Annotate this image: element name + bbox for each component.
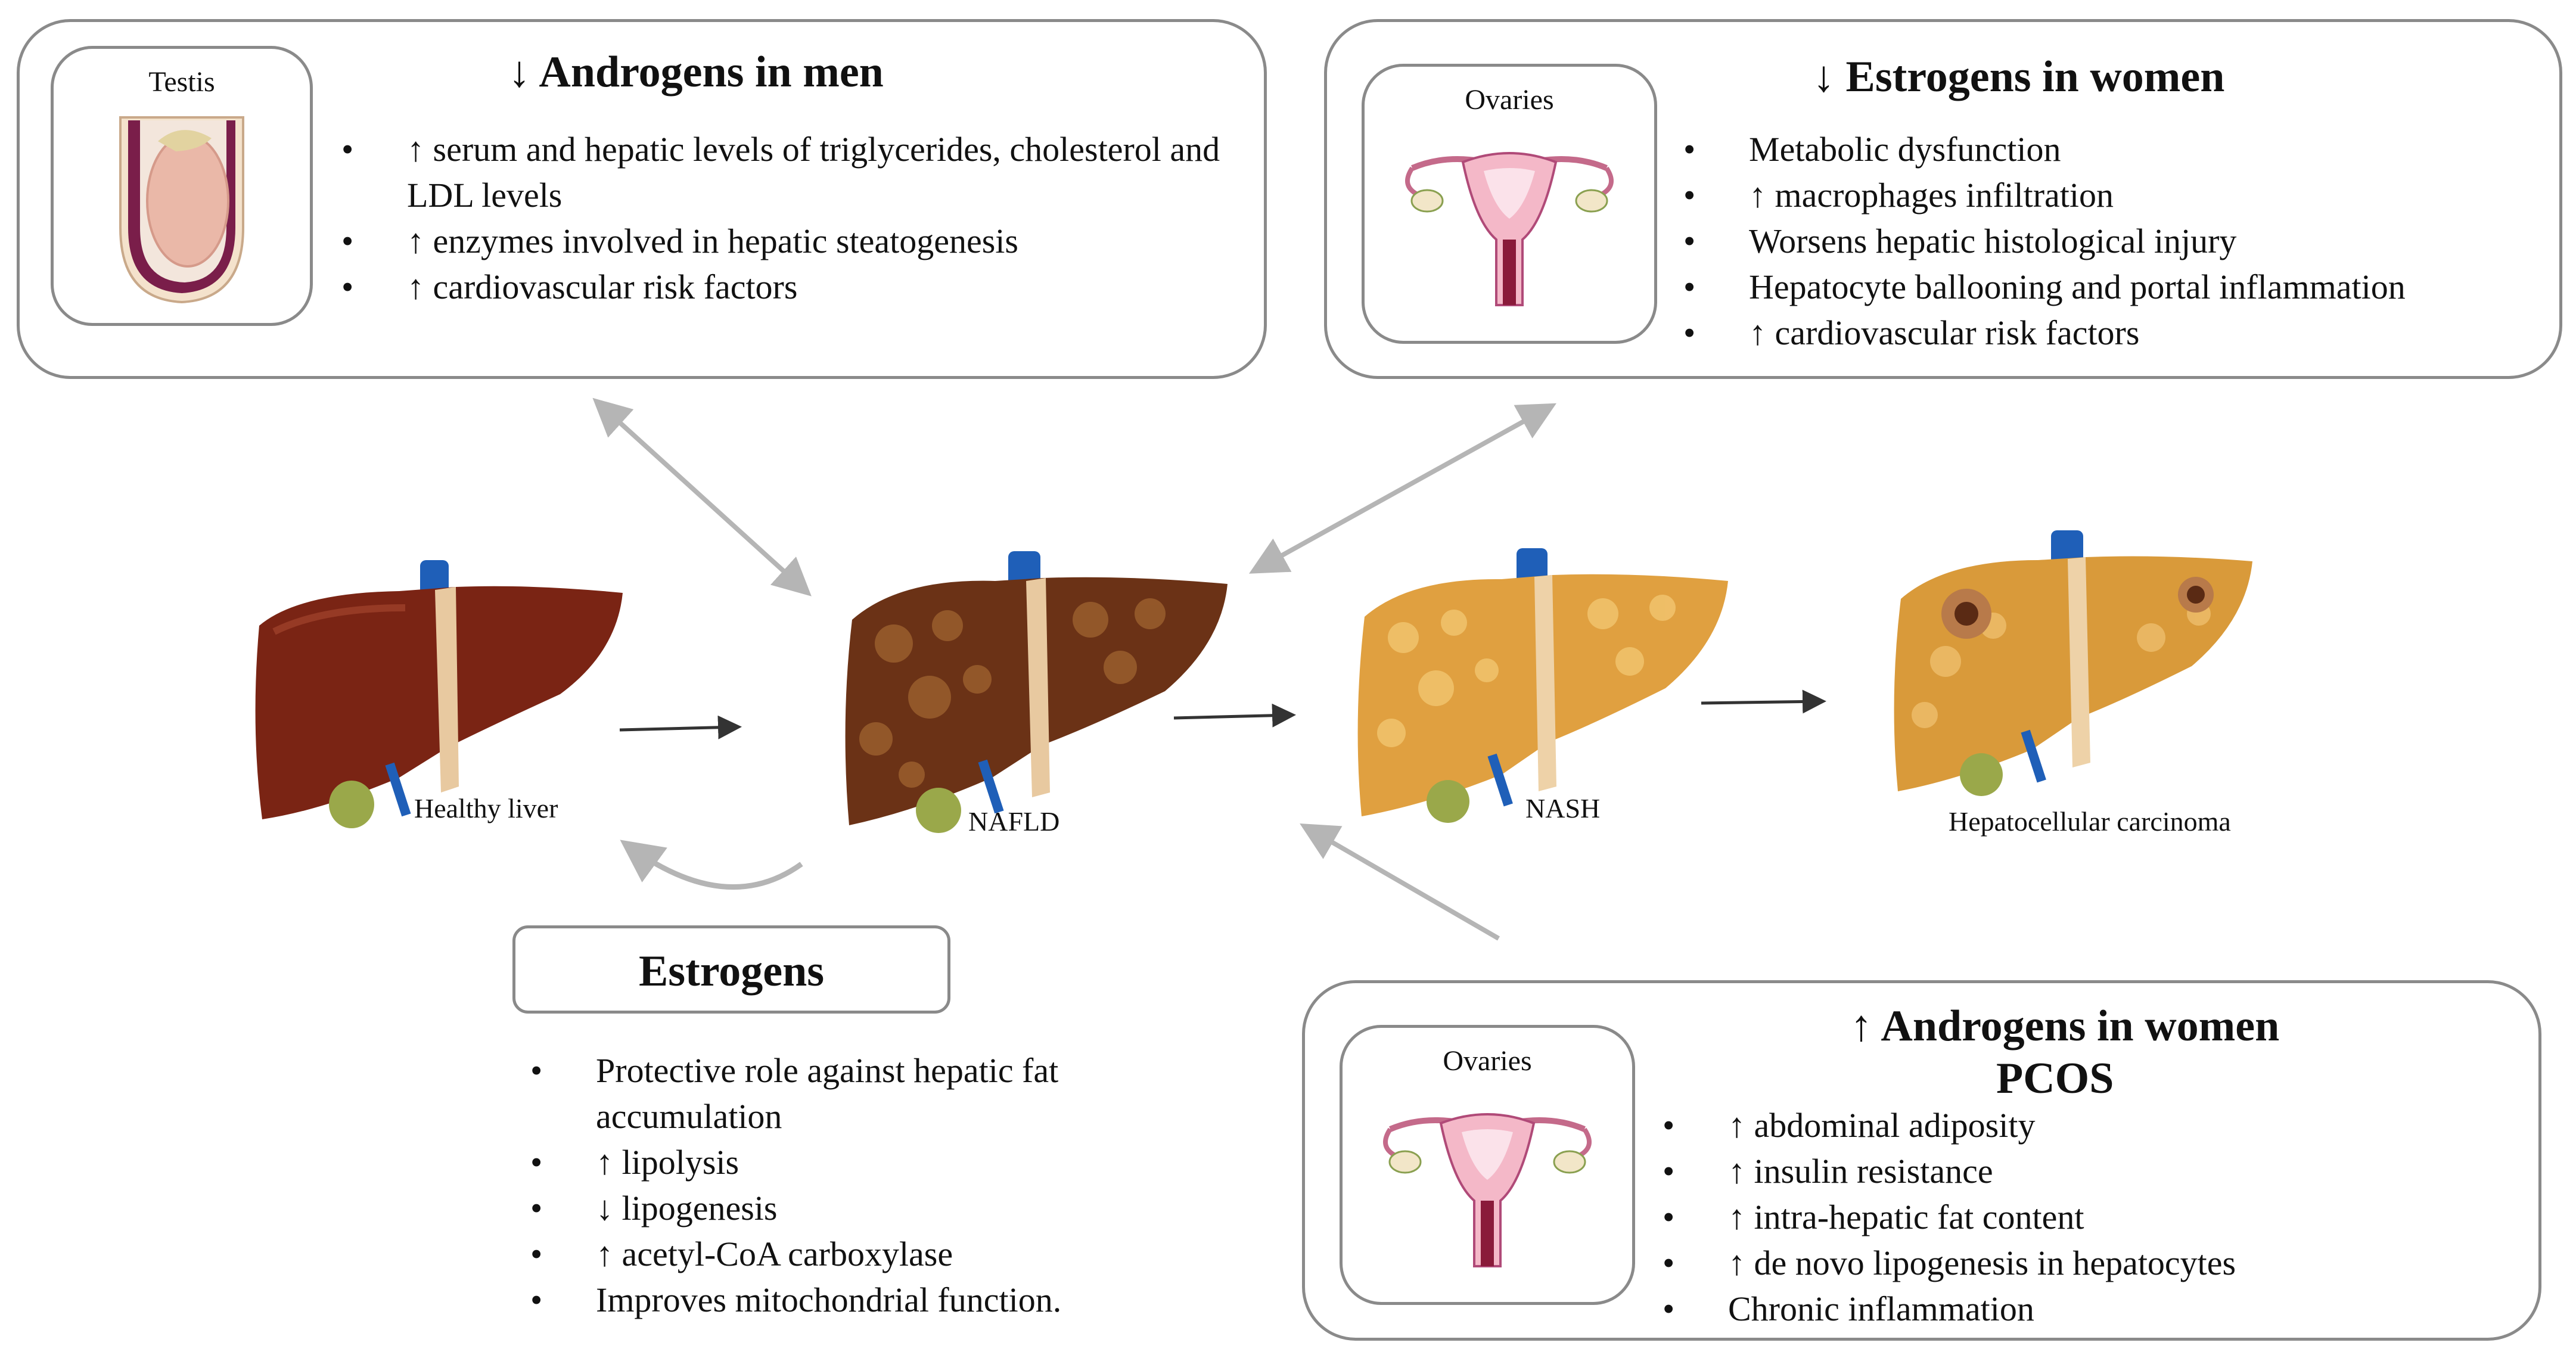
estrogens-women-title: ↓ Estrogens in women: [1813, 52, 2225, 101]
testis-panel: Testis: [51, 46, 313, 326]
list-item: ↓ lipogenesis: [530, 1185, 1245, 1231]
ovaries-label: Ovaries: [1465, 84, 1554, 116]
ovaries-panel-pcos: Ovaries: [1340, 1025, 1635, 1305]
list-item: ↑ de novo lipogenesis in hepatocytes: [1663, 1240, 2521, 1286]
men-list: ↑ serum and hepatic levels of triglyceri…: [341, 126, 1253, 310]
list-item: ↑ abdominal adiposity: [1663, 1102, 2521, 1148]
nafld-liver-illustration: [845, 551, 1228, 833]
pcos-title-line2: PCOS: [1996, 1054, 2114, 1103]
estrogens-list: Protective role against hepatic fat accu…: [530, 1048, 1245, 1323]
list-item: ↑ acetyl-CoA carboxylase: [530, 1231, 1245, 1277]
nafld-label: NAFLD: [968, 806, 1060, 837]
list-item: ↑ serum and hepatic levels of triglyceri…: [341, 126, 1253, 218]
pcos-list: ↑ abdominal adiposity ↑ insulin resistan…: [1663, 1102, 2521, 1332]
uterus-icon: [1383, 1113, 1592, 1267]
list-item: Chronic inflammation: [1663, 1286, 2521, 1332]
nash-label: NASH: [1525, 793, 1601, 823]
healthy-liver-label: Healthy liver: [414, 793, 558, 823]
pcos-box: Ovaries ↑ Androgens in women PCOS ↑ abdo…: [1302, 980, 2541, 1341]
arrow-men-nafld: [592, 397, 812, 596]
list-item: ↑ enzymes involved in hepatic steatogene…: [341, 218, 1253, 264]
estrogens-women-box: Ovaries ↓ Estrogens in women Metabolic d…: [1324, 19, 2562, 379]
arrow-nafld-to-healthy: [620, 840, 803, 890]
uterus-icon: [1405, 152, 1614, 306]
arrow-nafld-nash: [1173, 703, 1296, 728]
pcos-title-line1: ↑ Androgens in women: [1850, 1002, 2280, 1051]
men-title: ↓ Androgens in men: [508, 48, 884, 97]
arrow-pcos-nash: [1300, 823, 1500, 941]
hcc-liver-illustration: [1894, 530, 2252, 796]
list-item: Metabolic dysfunction: [1683, 126, 2553, 172]
list-item: ↑ cardiovascular risk factors: [341, 264, 1253, 310]
list-item: ↑ cardiovascular risk factors: [1683, 310, 2553, 356]
ovaries-label-pcos: Ovaries: [1443, 1045, 1532, 1077]
list-item: Improves mitochondrial function.: [530, 1277, 1245, 1323]
list-item: Hepatocyte ballooning and portal inflamm…: [1683, 264, 2553, 310]
list-item: Protective role against hepatic fat accu…: [530, 1048, 1132, 1139]
healthy-liver-illustration: [255, 560, 623, 828]
nash-liver-illustration: [1357, 548, 1728, 823]
androgens-men-box: Testis ↓ Androgens in men ↑ serum and he…: [17, 19, 1267, 379]
list-item: Worsens hepatic histological injury: [1683, 218, 2553, 264]
testis-illustration: [119, 116, 244, 304]
ovaries-panel: Ovaries: [1362, 64, 1657, 344]
testis-label: Testis: [148, 66, 215, 98]
arrow-nash-hcc: [1701, 689, 1826, 714]
arrow-healthy-nafld: [619, 715, 742, 739]
list-item: ↑ lipolysis: [530, 1139, 1245, 1185]
estrogens-title: Estrogens: [638, 947, 825, 996]
arrow-women-nafld: [1249, 403, 1556, 574]
estrogens-women-list: Metabolic dysfunction ↑ macrophages infi…: [1683, 126, 2553, 356]
estrogens-title-box: Estrogens: [512, 925, 950, 1014]
list-item: ↑ macrophages infiltration: [1683, 172, 2553, 218]
list-item: ↑ insulin resistance: [1663, 1148, 2521, 1194]
hcc-label: Hepatocellular carcinoma: [1949, 806, 2231, 837]
list-item: ↑ intra-hepatic fat content: [1663, 1194, 2521, 1240]
